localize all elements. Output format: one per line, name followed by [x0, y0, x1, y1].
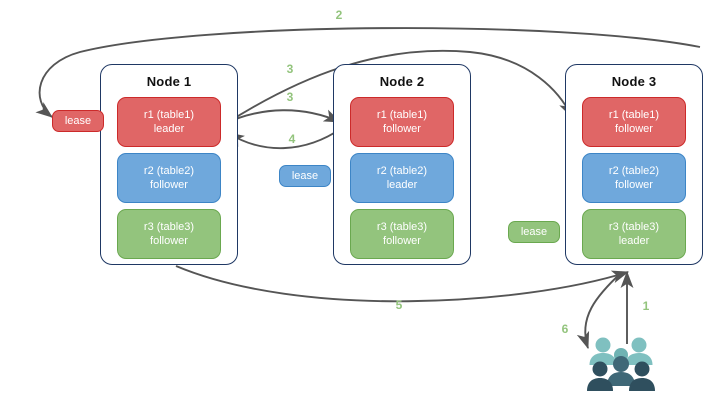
node-2-replica-r2-line1: r2 (table2) — [376, 165, 428, 177]
arrow-step-6 — [576, 271, 623, 350]
node-3-replica-r1-line1: r1 (table1) — [608, 109, 660, 121]
node-1-replica-r1-line2: leader — [153, 123, 185, 135]
node-2-replica-r2[interactable]: r2 (table2) leader — [350, 153, 454, 203]
node-2-replica-r1-line2: follower — [383, 123, 421, 135]
node-3-replica-r2-line1: r2 (table2) — [608, 165, 660, 177]
node-2-box[interactable]: Node 2 r1 (table1) follower r2 (table2) … — [333, 64, 471, 265]
node-1-replica-r3-line2: follower — [150, 235, 188, 247]
step-label-4: 4 — [288, 132, 296, 146]
node-3-replica-r1-line2: follower — [615, 123, 653, 135]
node-3-box[interactable]: Node 3 r1 (table1) follower r2 (table2) … — [565, 64, 703, 265]
node-3-replica-r1[interactable]: r1 (table1) follower — [582, 97, 686, 147]
step-label-6: 6 — [561, 322, 569, 336]
step-label-3a: 3 — [286, 62, 294, 76]
step-label-5: 5 — [395, 298, 403, 312]
node-3-title: Node 3 — [611, 74, 657, 89]
step-label-3b: 3 — [286, 90, 294, 104]
lease-badge-r2[interactable]: lease — [279, 165, 331, 187]
arrow-step-3-to-node3 — [221, 49, 573, 127]
node-2-replica-r2-line2: leader — [386, 179, 418, 191]
node-1-replica-r3[interactable]: r3 (table3) follower — [117, 209, 221, 259]
node-3-replica-r2[interactable]: r2 (table2) follower — [582, 153, 686, 203]
node-2-replica-r3-line2: follower — [383, 235, 421, 247]
node-1-replica-r2-line1: r2 (table2) — [143, 165, 195, 177]
step-label-1: 1 — [642, 299, 650, 313]
node-2-replica-r3[interactable]: r3 (table3) follower — [350, 209, 454, 259]
node-1-replica-r2[interactable]: r2 (table2) follower — [117, 153, 221, 203]
arrow-step-4 — [227, 127, 343, 150]
arrow-step-3-to-node2 — [223, 109, 342, 125]
node-2-title: Node 2 — [379, 74, 425, 89]
lease-badge-r3[interactable]: lease — [508, 221, 560, 243]
node-2-replica-r3-line1: r3 (table3) — [376, 221, 428, 233]
node-3-replica-r3-line2: leader — [618, 235, 650, 247]
node-2-replica-r1[interactable]: r1 (table1) follower — [350, 97, 454, 147]
node-1-replica-r1[interactable]: r1 (table1) leader — [117, 97, 221, 147]
step-label-2: 2 — [335, 8, 343, 22]
node-1-box[interactable]: Node 1 r1 (table1) leader r2 (table2) fo… — [100, 64, 238, 265]
node-1-replica-r1-line1: r1 (table1) — [143, 109, 195, 121]
users-icon — [587, 337, 655, 391]
node-3-replica-r3[interactable]: r3 (table3) leader — [582, 209, 686, 259]
node-2-replica-r1-line1: r1 (table1) — [376, 109, 428, 121]
node-1-title: Node 1 — [146, 74, 192, 89]
node-3-replica-r2-line2: follower — [615, 179, 653, 191]
lease-badge-r1[interactable]: lease — [52, 110, 104, 132]
node-1-replica-r3-line1: r3 (table3) — [143, 221, 195, 233]
node-1-replica-r2-line2: follower — [150, 179, 188, 191]
arrow-step-2 — [35, 27, 701, 118]
node-3-replica-r3-line1: r3 (table3) — [608, 221, 660, 233]
arrow-step-5 — [175, 265, 630, 303]
